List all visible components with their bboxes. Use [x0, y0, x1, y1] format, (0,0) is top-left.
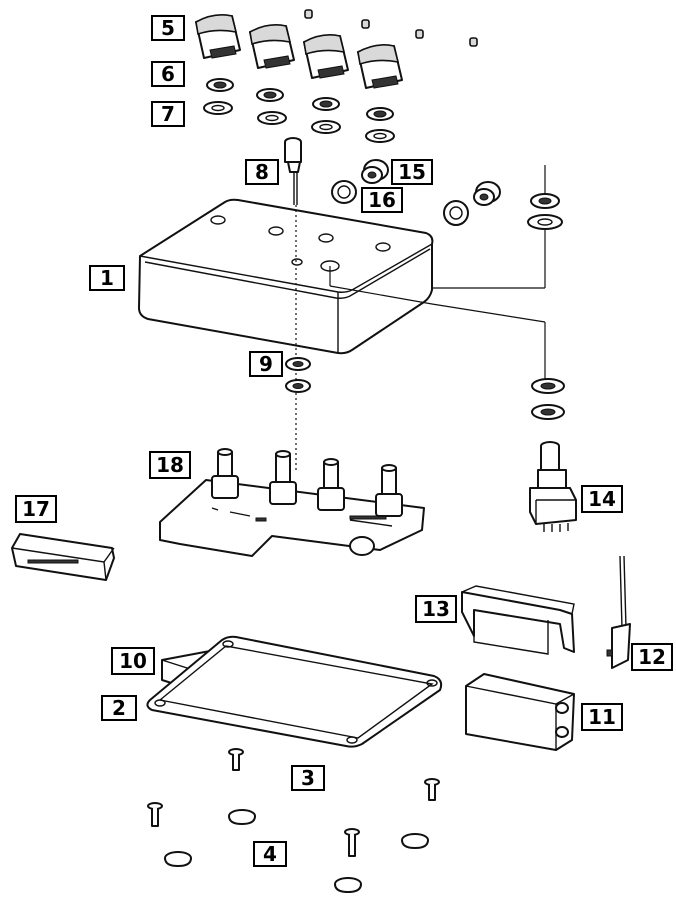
callout-10: 10 — [111, 647, 155, 675]
svg-text:13: 13 — [422, 597, 450, 621]
callout-8: 8 — [245, 159, 279, 185]
footswitch-washers — [531, 378, 565, 420]
pcb-pot-3 — [317, 458, 345, 511]
rubber-feet — [164, 809, 429, 893]
dc-jack-washer — [331, 180, 357, 204]
svg-text:9: 9 — [259, 352, 273, 376]
footswitch — [529, 441, 577, 532]
callout-16: 16 — [361, 187, 403, 213]
callout-2: 2 — [101, 695, 137, 721]
svg-text:7: 7 — [161, 102, 175, 126]
battery-bracket — [461, 585, 575, 655]
svg-text:10: 10 — [119, 649, 147, 673]
switch-module — [11, 533, 115, 581]
svg-text:6: 6 — [161, 62, 175, 86]
pcb-components — [211, 507, 393, 527]
nuts — [206, 78, 394, 121]
knob-2 — [249, 24, 295, 69]
pcb-pot-1 — [211, 448, 239, 499]
screws — [147, 748, 440, 857]
audio-jack — [473, 181, 501, 206]
dc-jack — [361, 159, 389, 184]
svg-text:18: 18 — [156, 453, 184, 477]
right-jack-nut-washer — [432, 165, 563, 289]
svg-text:4: 4 — [263, 842, 277, 866]
bottom-plate — [146, 635, 443, 748]
pcb-pot-4 — [375, 464, 403, 517]
knob-4 — [357, 44, 403, 89]
audio-jack-washer — [443, 200, 469, 226]
callout-14: 14 — [581, 485, 623, 513]
callout-18: 18 — [149, 451, 191, 479]
callout-6: 6 — [151, 61, 185, 87]
svg-text:1: 1 — [100, 266, 114, 290]
svg-text:3: 3 — [301, 766, 315, 790]
callout-11: 11 — [581, 703, 623, 731]
callout-7: 7 — [151, 101, 185, 127]
callout-15: 15 — [391, 159, 433, 185]
callout-12: 12 — [631, 643, 673, 671]
knob-1 — [195, 14, 241, 59]
pcb-board — [159, 448, 425, 557]
bottom-nuts — [285, 357, 311, 393]
knob-3 — [303, 34, 349, 79]
set-screws — [304, 9, 478, 47]
battery-snap — [606, 555, 631, 669]
callout-3: 3 — [291, 765, 325, 791]
enclosure — [138, 198, 546, 470]
svg-text:14: 14 — [588, 487, 616, 511]
callout-5: 5 — [151, 15, 185, 41]
callout-13: 13 — [415, 595, 457, 623]
svg-text:15: 15 — [398, 160, 426, 184]
svg-text:2: 2 — [112, 696, 126, 720]
svg-text:16: 16 — [368, 188, 396, 212]
battery — [465, 673, 575, 751]
led-holder — [284, 137, 302, 205]
callout-1: 1 — [89, 265, 125, 291]
svg-text:5: 5 — [161, 16, 175, 40]
svg-text:12: 12 — [638, 645, 666, 669]
callout-17: 17 — [15, 495, 57, 523]
callout-4: 4 — [253, 841, 287, 867]
svg-text:11: 11 — [588, 705, 616, 729]
pcb-pot-2 — [269, 450, 297, 505]
svg-text:17: 17 — [22, 497, 50, 521]
svg-text:8: 8 — [255, 160, 269, 184]
washers — [203, 101, 395, 143]
callout-9: 9 — [249, 351, 283, 377]
